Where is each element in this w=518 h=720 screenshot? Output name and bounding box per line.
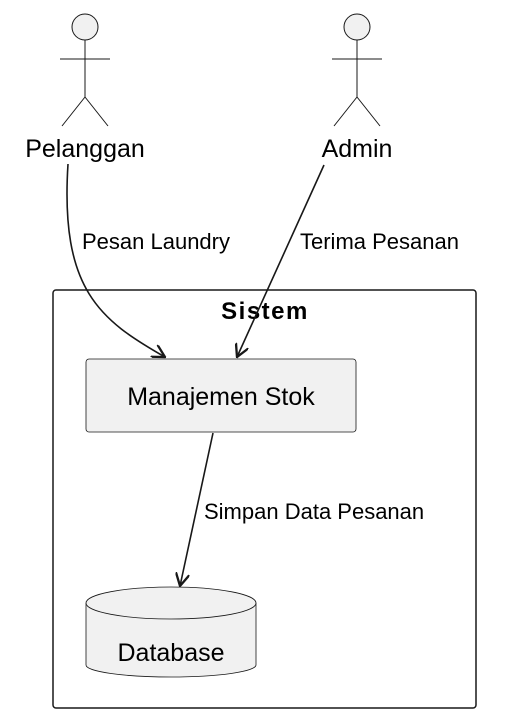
flow-pesan-laundry: Pesan Laundry <box>66 163 230 357</box>
flow-terima-pesanan: Terima Pesanan <box>237 164 459 357</box>
flow-arrow-pesan-laundry <box>66 163 165 357</box>
actor-label-pelanggan: Pelanggan <box>25 135 145 163</box>
pelanggan-stick-figure-icon <box>60 13 110 127</box>
system-title: Sistem <box>221 298 309 325</box>
actor-admin: Admin <box>322 13 393 163</box>
flow-arrow-terima-pesanan <box>237 164 325 357</box>
component-label: Manajemen Stok <box>127 383 315 411</box>
database-node: Database <box>85 586 257 678</box>
admin-stick-figure-icon <box>332 13 382 127</box>
database-cylinder-icon <box>85 586 257 678</box>
actor-label-admin: Admin <box>322 135 393 163</box>
flow-simpan-data: Simpan Data Pesanan <box>180 432 424 586</box>
system-boundary: Sistem <box>52 289 477 709</box>
database-label: Database <box>117 639 224 667</box>
flow-label-pesan-laundry: Pesan Laundry <box>82 229 230 254</box>
flow-label-terima-pesanan: Terima Pesanan <box>300 229 459 254</box>
component-manajemen-stok: Manajemen Stok <box>85 358 357 433</box>
flow-label-simpan-data: Simpan Data Pesanan <box>204 499 424 524</box>
system-frame <box>52 289 477 709</box>
actor-pelanggan: Pelanggan <box>25 13 145 163</box>
component-box <box>85 358 357 433</box>
flow-arrow-simpan-data <box>180 432 214 586</box>
